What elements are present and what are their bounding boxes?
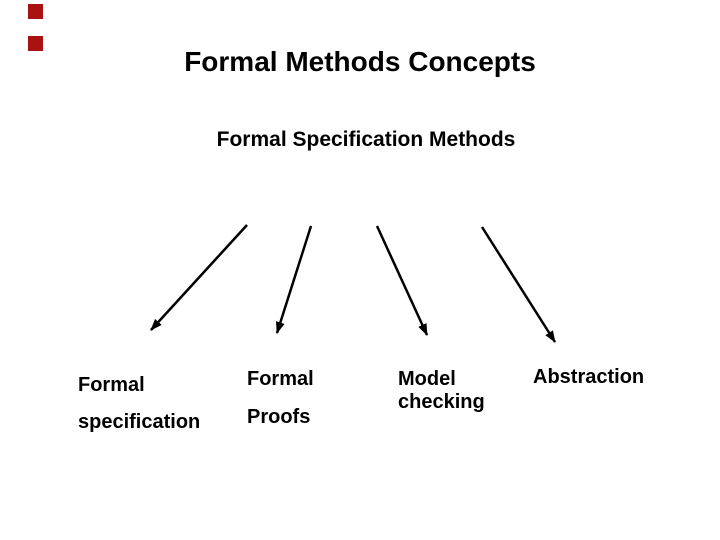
- red-square-decoration-top: [28, 4, 43, 19]
- label-line: checking: [398, 391, 485, 413]
- slide-subtitle: Formal Specification Methods: [216, 128, 516, 151]
- label-line: specification: [78, 411, 201, 433]
- label-line: Abstraction: [533, 366, 645, 388]
- label-line: Formal: [78, 374, 145, 396]
- label-line: Model: [398, 368, 456, 390]
- branch-label-formal-specification: Formal specification: [78, 367, 200, 441]
- slide-title: Formal Methods Concepts: [184, 46, 536, 77]
- arrow-to-abstraction: [480, 226, 557, 343]
- branch-label-model-checking: Model checking: [398, 368, 485, 414]
- label-line: Proofs: [247, 406, 311, 428]
- arrow-to-model-checking: [375, 225, 429, 336]
- label-line: Formal: [247, 368, 314, 390]
- branch-label-formal-proofs: Formal Proofs: [247, 360, 314, 436]
- branch-label-abstraction: Abstraction: [533, 366, 644, 389]
- arrow-to-formal-proofs: [275, 225, 313, 334]
- red-square-decoration-bottom: [28, 36, 43, 51]
- arrow-to-formal-specification: [150, 224, 248, 331]
